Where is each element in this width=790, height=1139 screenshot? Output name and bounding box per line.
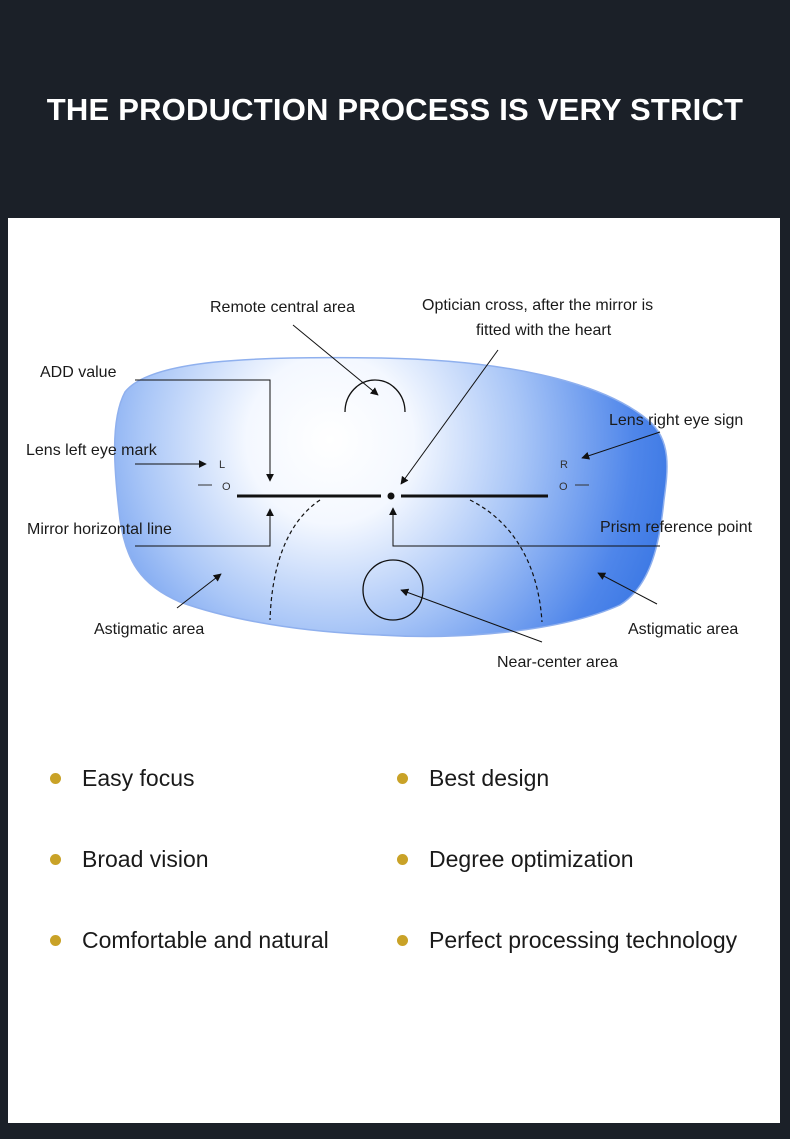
feature-item: Easy focus <box>50 765 195 792</box>
page-title: THE PRODUCTION PROCESS IS VERY STRICT <box>46 92 744 127</box>
arrow-prism-reference <box>389 507 660 547</box>
label-astigmatic-area-right: Astigmatic area <box>628 621 738 638</box>
arrow-astigmatic-right <box>597 572 658 605</box>
label-lens-left-eye-mark: Lens left eye mark <box>26 442 158 459</box>
left-eye-letter: L <box>219 459 225 471</box>
bullet-dot <box>397 854 408 865</box>
feature-item: Best design <box>397 765 549 792</box>
arrow-add-value <box>135 379 274 482</box>
feature-label: Degree optimization <box>429 846 634 872</box>
feature-item: Degree optimization <box>397 846 634 873</box>
right-eye-letter: R <box>560 459 568 471</box>
label-add-value: ADD value <box>40 364 117 381</box>
arrow-mirror-horizontal <box>135 508 274 547</box>
left-eye-circle: O <box>222 481 231 493</box>
label-astigmatic-area-left: Astigmatic area <box>94 621 204 638</box>
remote-area-arc <box>344 379 406 413</box>
arrow-near-center <box>400 588 543 643</box>
arrow-optician-cross <box>400 349 499 485</box>
label-optician-cross-line1: Optician cross, after the mirror is <box>422 297 653 314</box>
bullet-dot <box>50 854 61 865</box>
feature-label: Perfect processing technology <box>429 927 738 953</box>
feature-item: Perfect processing technology <box>397 927 737 954</box>
lens-diagram: L O R O Remote central area Optician cro… <box>26 297 753 671</box>
bullet-dot <box>397 773 408 784</box>
label-lens-right-eye-sign: Lens right eye sign <box>609 412 743 429</box>
feature-label: Broad vision <box>82 846 209 872</box>
header-banner: THE PRODUCTION PROCESS IS VERY STRICT <box>0 0 790 218</box>
label-remote-central-area: Remote central area <box>210 299 355 316</box>
bullet-dot <box>50 773 61 784</box>
label-near-center-area: Near-center area <box>497 654 618 671</box>
corridor-right-dashed <box>469 499 543 623</box>
bullet-dot <box>50 935 61 946</box>
feature-label: Best design <box>429 765 550 791</box>
feature-label: Comfortable and natural <box>82 927 329 953</box>
corridor-left-dashed <box>269 499 321 621</box>
label-prism-reference-point: Prism reference point <box>600 519 753 536</box>
arrow-remote-central <box>292 324 379 396</box>
label-mirror-horizontal-line: Mirror horizontal line <box>27 521 172 538</box>
bullet-dot <box>397 935 408 946</box>
right-eye-circle: O <box>559 481 568 493</box>
label-optician-cross-line2: fitted with the heart <box>476 322 612 339</box>
arrow-right-eye-sign <box>581 431 661 460</box>
arrow-astigmatic-left <box>176 573 222 609</box>
feature-item: Comfortable and natural <box>50 927 329 954</box>
feature-label: Easy focus <box>82 765 195 791</box>
feature-item: Broad vision <box>50 846 209 873</box>
near-center-circle <box>362 559 424 621</box>
prism-reference-dot <box>387 492 395 500</box>
